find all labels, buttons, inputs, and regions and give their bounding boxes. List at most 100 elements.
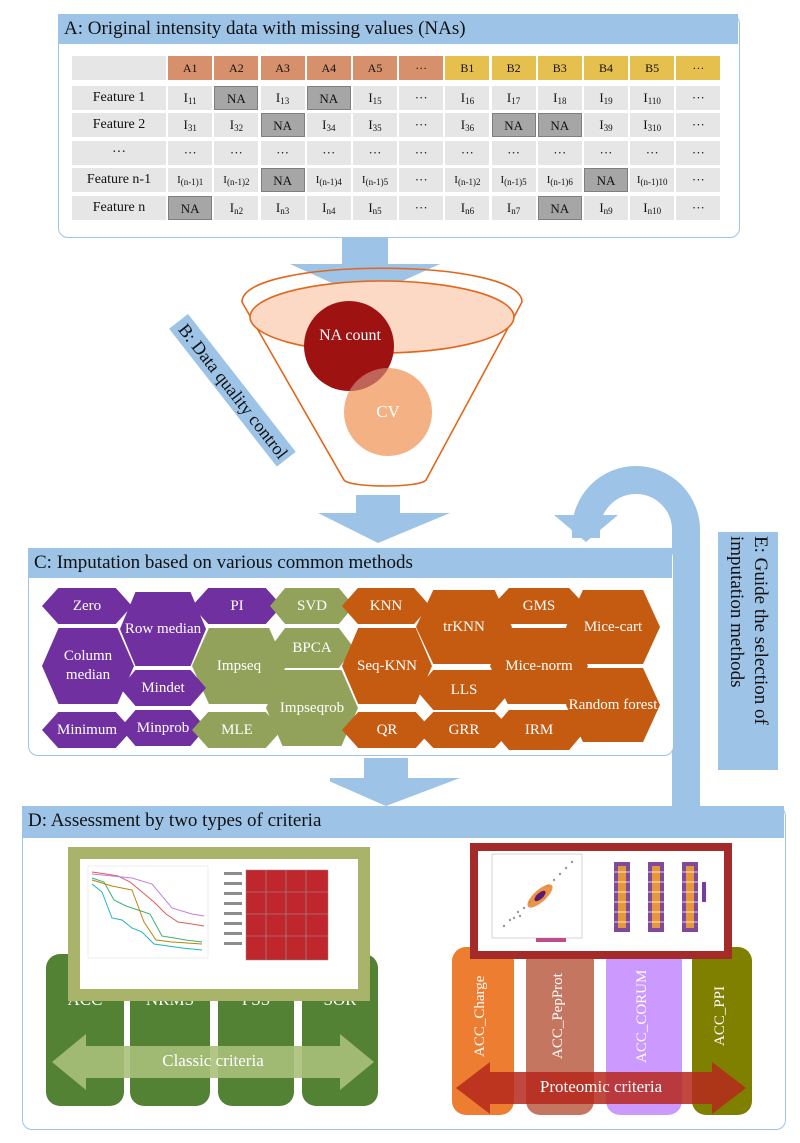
method-zero: Zero bbox=[42, 588, 132, 624]
method-minprob: Minprob bbox=[120, 710, 206, 746]
missing-value-cell: NA bbox=[491, 113, 536, 137]
method-column-median: Column median bbox=[42, 628, 134, 704]
missing-value-cell: NA bbox=[260, 168, 305, 192]
row-feature-label: Feature 1 bbox=[72, 85, 166, 110]
column-header: ··· bbox=[676, 56, 721, 80]
column-header: B4 bbox=[584, 56, 628, 80]
intensity-cell: I31 bbox=[168, 113, 213, 137]
intensity-cell: I(n-1)6 bbox=[537, 168, 582, 192]
intensity-cell: In9 bbox=[584, 195, 628, 220]
intensity-cell: In5 bbox=[353, 195, 397, 220]
column-header: B2 bbox=[491, 56, 536, 80]
intensity-cell: In10 bbox=[630, 195, 675, 220]
panel-d-title: D: Assessment by two types of criteria bbox=[22, 806, 784, 838]
intensity-cell: ··· bbox=[260, 140, 305, 165]
intensity-cell: I35 bbox=[353, 113, 397, 137]
missing-value-cell: NA bbox=[584, 168, 628, 192]
proteomic-criteria-caption: Proteomic criteria bbox=[539, 1077, 663, 1096]
scatter-thumbnail bbox=[491, 853, 583, 942]
row-feature-label: ··· bbox=[72, 140, 166, 165]
column-header: A1 bbox=[168, 56, 213, 80]
method-impseqrob: Impseqrob bbox=[266, 670, 358, 746]
intensity-cell: ··· bbox=[168, 140, 213, 165]
proteomic-acc-pepprot-label: ACC_PepProt bbox=[550, 973, 566, 1059]
missing-value-cell: NA bbox=[168, 195, 213, 220]
method-row-median: Row median bbox=[120, 592, 206, 666]
overlap-shape bbox=[344, 368, 394, 391]
intensity-cell: ··· bbox=[537, 140, 582, 165]
method-mle: MLE bbox=[192, 712, 282, 748]
intensity-cell: I36 bbox=[445, 113, 490, 137]
intensity-cell: I18 bbox=[537, 85, 582, 110]
table-corner bbox=[72, 56, 166, 80]
density-ridges-thumbnail bbox=[612, 862, 706, 932]
intensity-cell: I15 bbox=[353, 85, 397, 110]
intensity-cell: ··· bbox=[584, 140, 628, 165]
intensity-cell: ··· bbox=[353, 140, 397, 165]
intensity-cell: I310 bbox=[630, 113, 675, 137]
intensity-cell: I(n-1)4 bbox=[306, 168, 351, 192]
intensity-cell: In3 bbox=[260, 195, 305, 220]
intensity-cell: ··· bbox=[491, 140, 536, 165]
intensity-cell: I13 bbox=[260, 85, 305, 110]
intensity-cell: I34 bbox=[306, 113, 351, 137]
classic-criteria-caption: Classic criteria bbox=[162, 1051, 264, 1070]
intensity-cell: ··· bbox=[630, 140, 675, 165]
intensity-cell: ··· bbox=[399, 85, 444, 110]
row-feature-label: Feature n-1 bbox=[72, 168, 166, 192]
line-plot-thumbnail bbox=[87, 865, 209, 959]
arrow-down-cd bbox=[330, 758, 460, 806]
intensity-cell: ··· bbox=[676, 168, 721, 192]
intensity-cell: ··· bbox=[399, 140, 444, 165]
column-header: ··· bbox=[399, 56, 444, 80]
na-count-label: NA count bbox=[319, 327, 381, 344]
intensity-cell: I11 bbox=[168, 85, 213, 110]
panel-e-title-text: E: Guide the selection of imputation met… bbox=[726, 536, 771, 725]
intensity-cell: I(n-1)10 bbox=[630, 168, 675, 192]
feedback-arrow bbox=[554, 466, 700, 808]
method-irm: IRM bbox=[492, 710, 586, 750]
missing-value-cell: NA bbox=[537, 195, 582, 220]
column-header: A2 bbox=[214, 56, 259, 80]
missing-value-cell: NA bbox=[214, 85, 259, 110]
intensity-cell: I16 bbox=[445, 85, 490, 110]
proteomic-double-arrow bbox=[456, 1062, 746, 1114]
intensity-cell: I39 bbox=[584, 113, 628, 137]
missing-value-cell: NA bbox=[537, 113, 582, 137]
intensity-cell: I(n-1)5 bbox=[491, 168, 536, 192]
intensity-cell: I(n-1)2 bbox=[445, 168, 490, 192]
panel-c-title: C: Imputation based on various common me… bbox=[28, 548, 672, 578]
column-header: B5 bbox=[630, 56, 675, 80]
intensity-cell: In2 bbox=[214, 195, 259, 220]
intensity-cell: I19 bbox=[584, 85, 628, 110]
panel-e-title: E: Guide the selection of imputation met… bbox=[718, 532, 778, 770]
intensity-cell: I(n-1)5 bbox=[353, 168, 397, 192]
method-lls: LLS bbox=[416, 670, 512, 710]
method-svd: SVD bbox=[270, 588, 354, 624]
intensity-cell: ··· bbox=[676, 140, 721, 165]
classic-double-arrow bbox=[52, 1034, 374, 1090]
intensity-cell: In4 bbox=[306, 195, 351, 220]
funnel-diagram bbox=[241, 267, 523, 487]
intensity-cell: I17 bbox=[491, 85, 536, 110]
method-seq-knn: Seq-KNN bbox=[342, 628, 432, 704]
intensity-cell: ··· bbox=[445, 140, 490, 165]
proteomic-acc-ppi-label: ACC_PPI bbox=[712, 985, 728, 1047]
intensity-cell: I(n-1)2 bbox=[214, 168, 259, 192]
intensity-cell: ··· bbox=[399, 113, 444, 137]
method-bpca: BPCA bbox=[270, 628, 354, 668]
intensity-cell: In7 bbox=[491, 195, 536, 220]
method-pi: PI bbox=[192, 588, 282, 624]
row-feature-label: Feature n bbox=[72, 195, 166, 220]
intensity-cell: ··· bbox=[399, 168, 444, 192]
column-header: A3 bbox=[260, 56, 305, 80]
intensity-cell: ··· bbox=[676, 195, 721, 220]
missing-value-cell: NA bbox=[306, 85, 351, 110]
intensity-cell: I110 bbox=[630, 85, 675, 110]
column-header: A5 bbox=[353, 56, 397, 80]
row-feature-label: Feature 2 bbox=[72, 113, 166, 137]
method-knn: KNN bbox=[342, 588, 430, 624]
column-header: A4 bbox=[306, 56, 351, 80]
missing-value-cell: NA bbox=[260, 113, 305, 137]
intensity-cell: I32 bbox=[214, 113, 259, 137]
